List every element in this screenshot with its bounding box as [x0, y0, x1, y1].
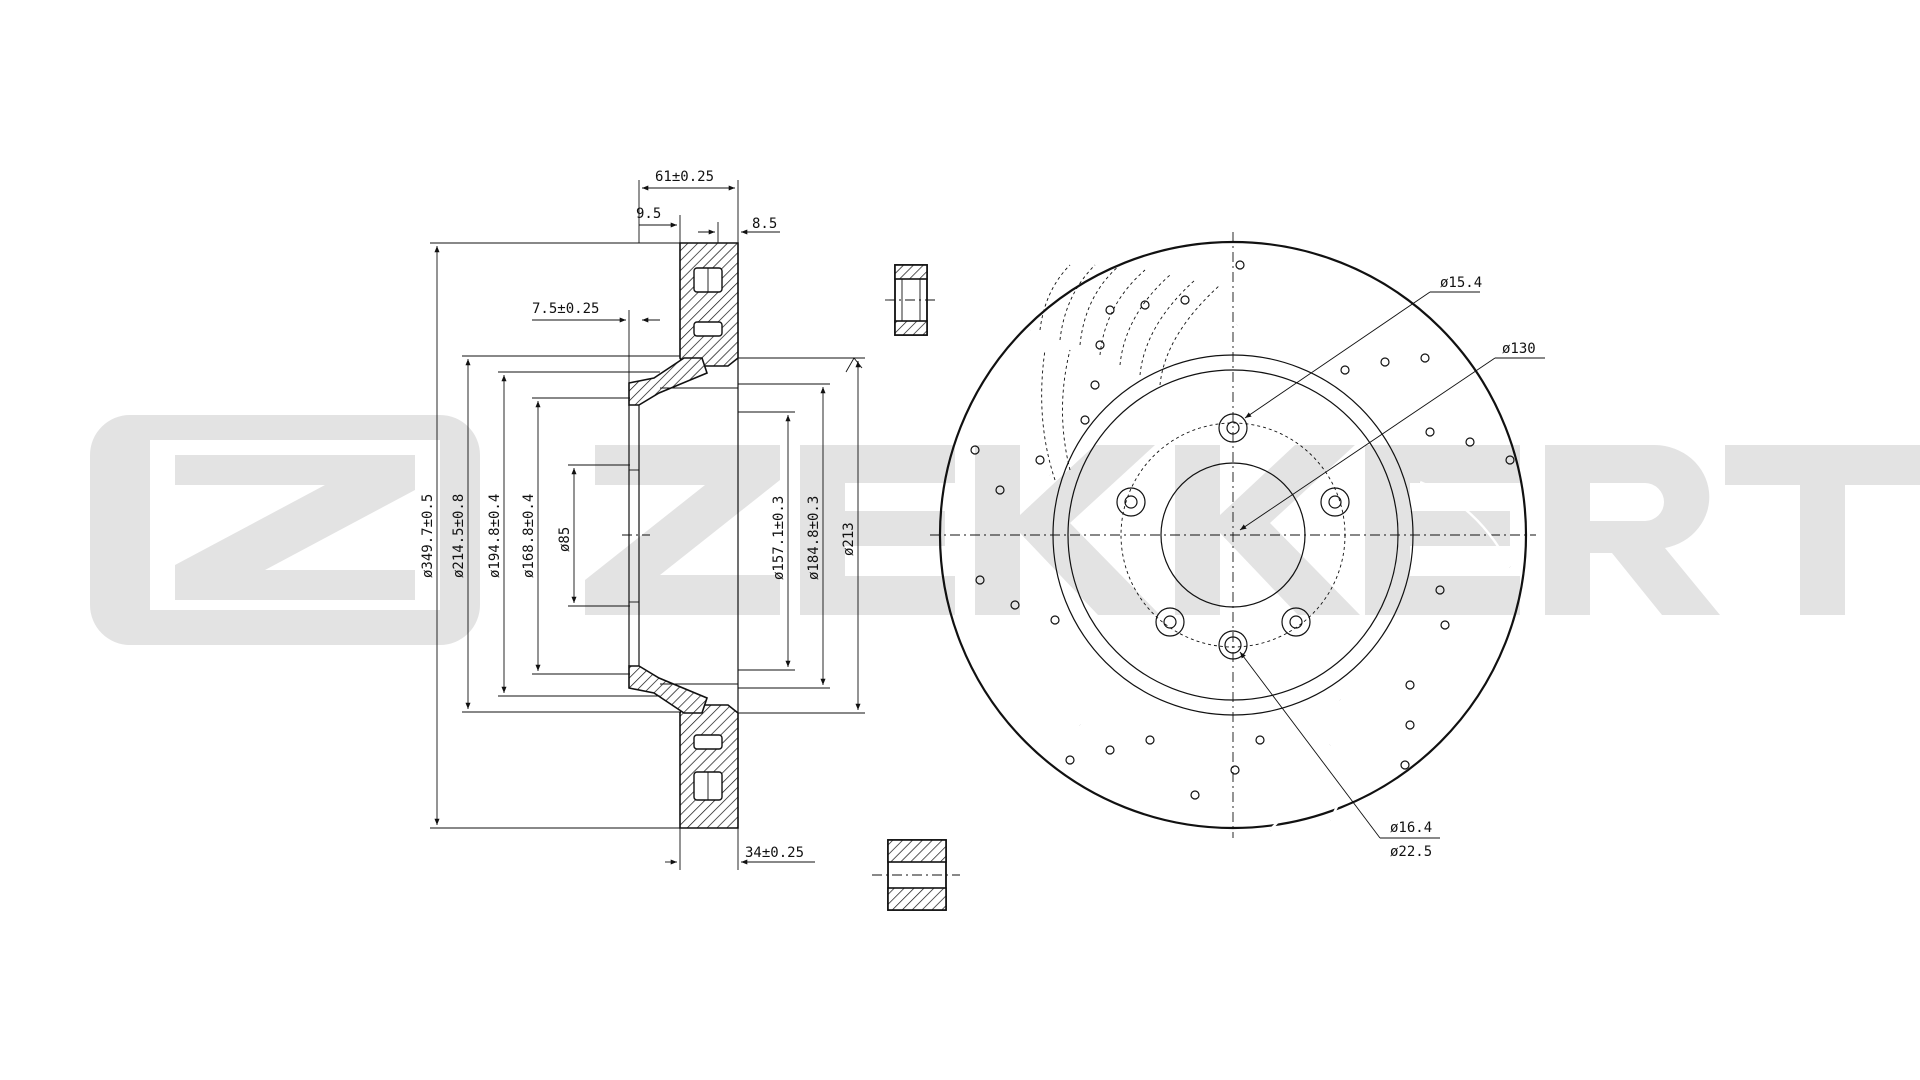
detail-section-bottom	[872, 839, 960, 911]
dim-diameter-194: ø194.8±0.4	[487, 494, 503, 578]
dim-overall-width: 61±0.25	[655, 169, 714, 185]
watermark-lettering	[585, 445, 1920, 615]
drilled-holes	[970, 260, 1515, 800]
dim-diameter-168: ø168.8±0.4	[521, 494, 537, 578]
dim-bore: ø85	[557, 527, 573, 552]
watermark-logo	[90, 415, 1920, 645]
dim-hat-offset: 7.5±0.25	[532, 301, 599, 317]
watermark-emblem	[90, 415, 480, 645]
dim-diameter-214: ø214.5±0.8	[451, 494, 467, 578]
dim-thickness: 34±0.25	[745, 845, 804, 861]
dim-flange: 9.5	[636, 206, 661, 222]
dim-diameter-157: ø157.1±0.3	[771, 496, 787, 580]
lower-friction-ring	[679, 704, 739, 829]
detail-section-top	[885, 264, 937, 336]
dim-rim: 8.5	[752, 216, 777, 232]
hat-upper	[628, 357, 708, 406]
disc-slots	[974, 268, 1512, 831]
dim-pcd: ø130	[1502, 341, 1536, 357]
dim-outer-diameter: ø349.7±0.5	[420, 494, 436, 578]
dim-diameter-184: ø184.8±0.3	[806, 496, 822, 580]
front-view: ø15.4 ø130 ø16.4 ø22.5	[930, 232, 1545, 860]
watermark-emblem-z	[175, 455, 415, 600]
upper-friction-ring	[679, 242, 739, 367]
hat-lower	[628, 665, 708, 714]
dim-hole-a: ø16.4	[1390, 820, 1432, 836]
side-view: ø349.7±0.5 ø214.5±0.8 ø194.8±0.4 ø168.8±…	[420, 169, 865, 870]
dim-hole-b: ø22.5	[1390, 844, 1432, 860]
dim-diameter-213: ø213	[841, 522, 857, 556]
bolt-holes	[1116, 413, 1350, 660]
dim-bolt-hole: ø15.4	[1440, 275, 1482, 291]
